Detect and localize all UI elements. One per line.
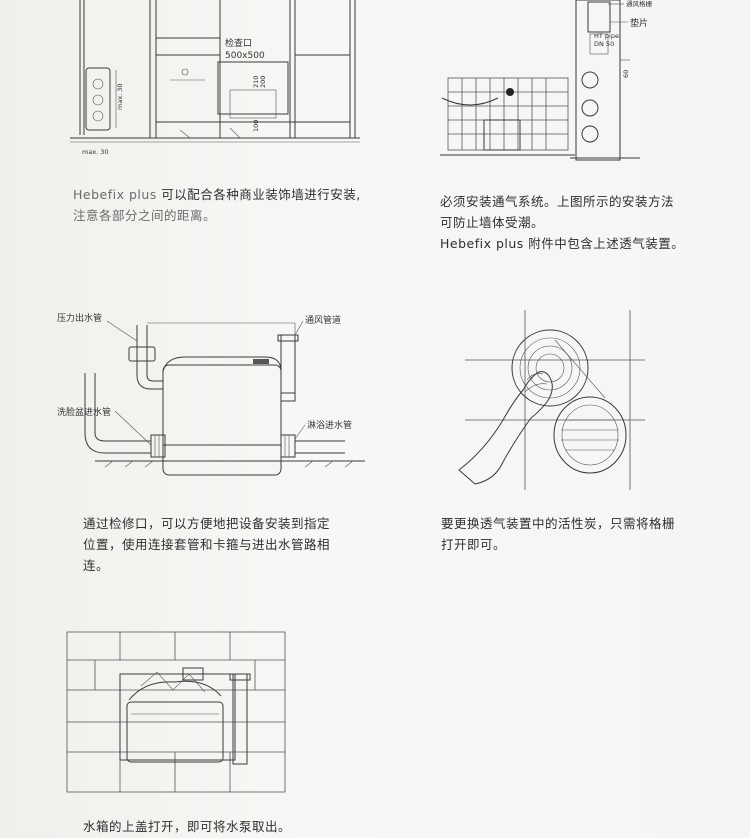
caption-2-line-3: Hebefix plus 附件中包含上述透气装置。: [440, 236, 685, 251]
caption-3-line-3: 连。: [83, 558, 110, 573]
caption-2-line-2: 可防止墙体受潮。: [440, 215, 545, 230]
brand-name: Hebefix plus: [73, 187, 157, 202]
vent-system-figure: 通风格栅 垫片 HT pipe DN 50 60: [440, 0, 730, 165]
caption-3-line-2: 位置，使用连接套管和卡箍与进出水管路相: [83, 537, 331, 552]
caption-5-line-1: 水箱的上盖打开，即可将水泵取出。: [83, 819, 292, 834]
dim-b: 200: [259, 76, 267, 88]
access-label: 检查口: [225, 37, 252, 49]
dim-a: 210: [252, 76, 260, 88]
caption-4-line-1: 要更换透气装置中的活性炭，只需将格栅: [441, 516, 676, 531]
grille-cover-icon: [553, 396, 627, 474]
dim-60: 60: [622, 70, 630, 78]
pump-removal-figure: [65, 630, 290, 795]
gasket-label: 垫片: [630, 17, 648, 29]
caption-1-line-2: 注意各部分之间的距离。: [73, 208, 217, 223]
floor-hatching: [104, 460, 354, 468]
installation-wall-figure: max. 30 max. 30 检查口 500x500 210 200: [60, 0, 370, 160]
access-size: 500x500: [225, 51, 265, 61]
caption-5: 水箱的上盖打开，即可将水泵取出。: [83, 816, 403, 837]
dim-side: max. 30: [116, 83, 124, 110]
label-basin-inlet: 洗脸盆进水管: [57, 406, 111, 418]
pipe-label: HT pipe: [594, 32, 619, 40]
pump-box-icon: [126, 667, 224, 763]
dim-max: max. 30: [82, 148, 109, 156]
label-pressure-outlet: 压力出水管: [57, 312, 102, 324]
pump-connection-figure: 压力出水管 通风管道 洗脸盆进水管 淋浴进水管: [55, 305, 375, 480]
caption-4-line-2: 打开即可。: [441, 537, 507, 552]
caption-4: 要更换透气装置中的活性炭，只需将格栅 打开即可。: [441, 513, 741, 555]
caption-1: Hebefix plus 可以配合各种商业装饰墙进行安装, 注意各部分之间的距离…: [73, 184, 393, 226]
label-vent-pipe: 通风管道: [305, 314, 341, 326]
vent-grille-figure: [455, 310, 645, 490]
caption-3-line-1: 通过检修口，可以方便地把设备安装到指定: [83, 516, 331, 531]
hand-icon: [458, 371, 553, 485]
grille-label: 通风格栅: [626, 0, 653, 8]
caption-2: 必须安装通气系统。上图所示的安装方法 可防止墙体受潮。 Hebefix plus…: [440, 191, 740, 254]
dim-c: 100: [252, 120, 260, 132]
caption-2-line-1: 必须安装通气系统。上图所示的安装方法: [440, 194, 675, 209]
vent-grille-icon: [511, 329, 589, 407]
label-shower-inlet: 淋浴进水管: [307, 419, 352, 431]
pipe-size: DN 50: [594, 40, 614, 48]
caption-3: 通过检修口，可以方便地把设备安装到指定 位置，使用连接套管和卡箍与进出水管路相 …: [83, 513, 383, 576]
caption-1-line-1: 可以配合各种商业装饰墙进行安装,: [161, 187, 361, 202]
